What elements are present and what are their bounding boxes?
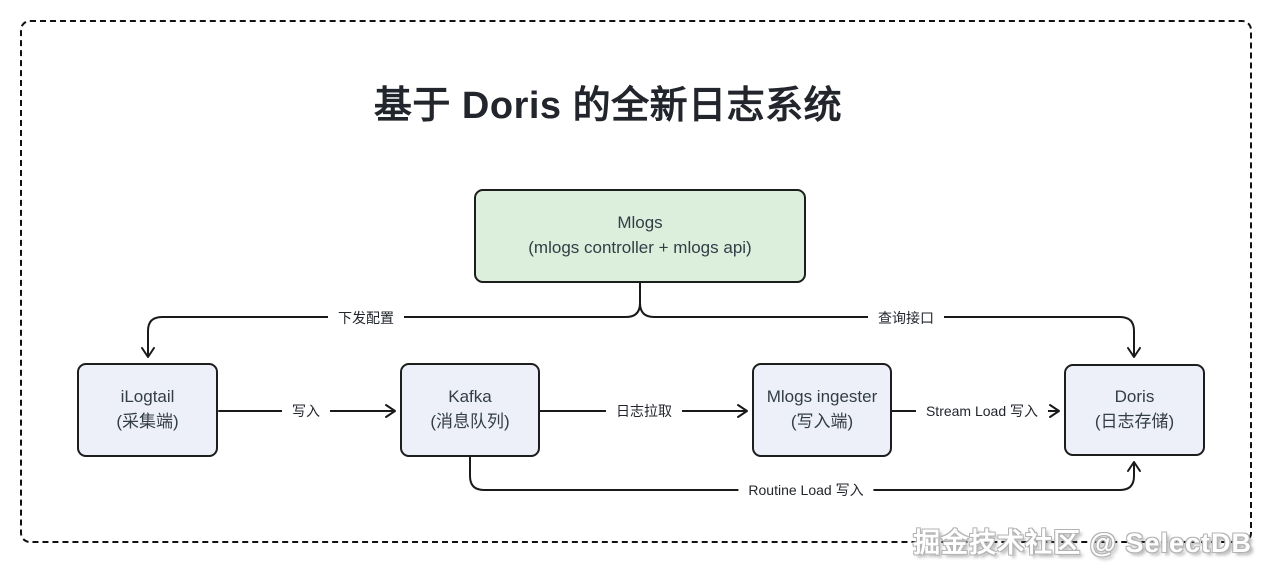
node-mlogs-ingester: Mlogs ingester (写入端)	[752, 363, 892, 457]
node-ilogtail: iLogtail (采集端)	[77, 363, 218, 457]
node-doris-subtitle: (日志存储)	[1094, 412, 1175, 431]
edge-label-stream-load: Stream Load 写入	[915, 399, 1049, 423]
node-mlogs-subtitle: (mlogs controller + mlogs api)	[528, 238, 752, 257]
edge-label-config: 下发配置	[328, 306, 404, 330]
node-mlogs-name: Mlogs	[617, 213, 663, 233]
watermark: 掘金技术社区 @ SelectDB	[913, 528, 1252, 558]
node-kafka-name: Kafka	[448, 387, 492, 407]
node-mlogs: Mlogs (mlogs controller + mlogs api)	[474, 189, 806, 283]
node-ilogtail-name: iLogtail	[120, 387, 175, 407]
node-kafka-subtitle: (消息队列)	[430, 412, 510, 431]
node-mlogs-ingester-name: Mlogs ingester	[766, 387, 878, 407]
edge-label-log-pull: 日志拉取	[606, 399, 682, 423]
edge-label-routine-load: Routine Load 写入	[738, 478, 874, 502]
node-mlogs-ingester-subtitle: (写入端)	[790, 412, 854, 431]
diagram-title: 基于 Doris 的全新日志系统	[373, 85, 843, 127]
node-ilogtail-subtitle: (采集端)	[116, 412, 179, 431]
edge-label-write: 写入	[282, 399, 330, 423]
dashed-border-frame	[20, 20, 1252, 543]
node-doris-name: Doris	[1114, 387, 1155, 407]
node-kafka: Kafka (消息队列)	[400, 363, 540, 457]
node-doris: Doris (日志存储)	[1064, 364, 1205, 456]
edge-label-query: 查询接口	[868, 306, 944, 330]
